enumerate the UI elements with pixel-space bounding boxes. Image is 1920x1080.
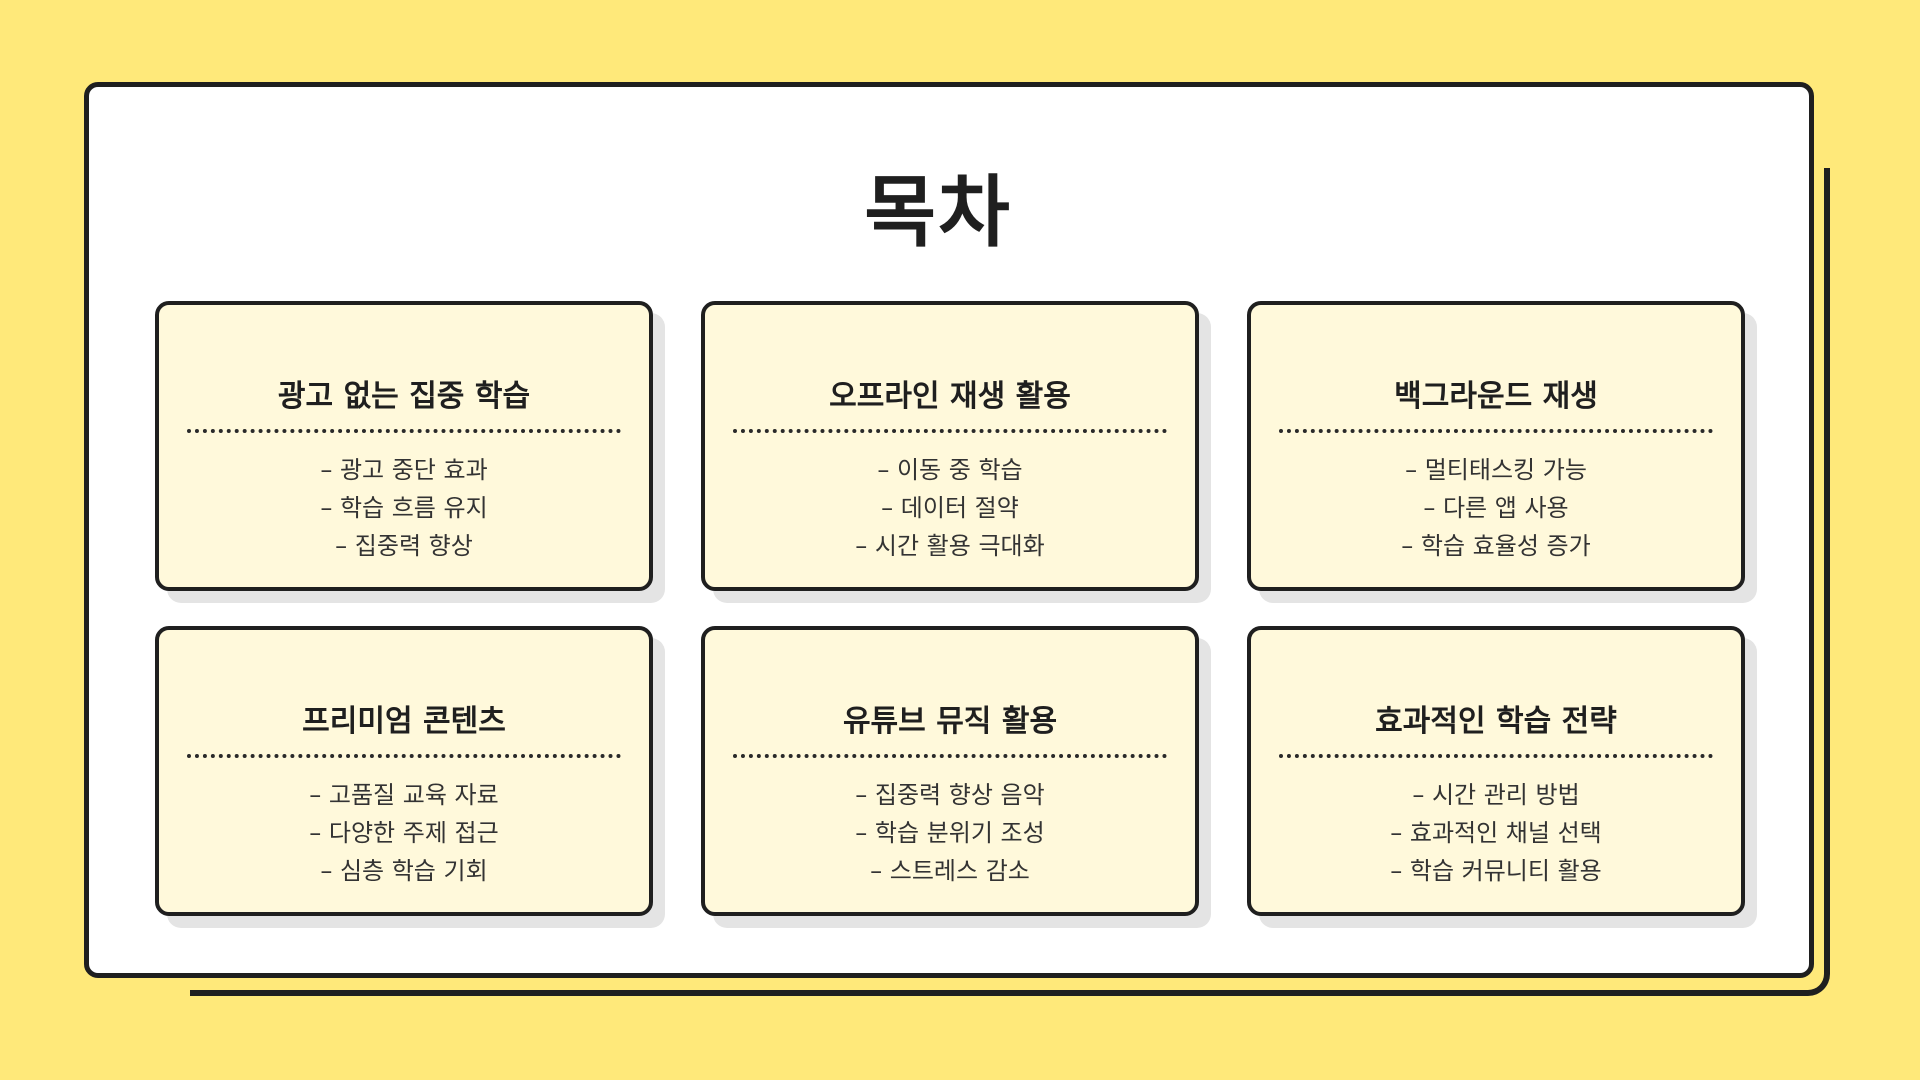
toc-card-offline: 오프라인 재생 활용 – 이동 중 학습 – 데이터 절약 – 시간 활용 극대… — [701, 301, 1199, 591]
dotted-divider — [1279, 429, 1713, 433]
toc-card-youtube-music: 유튜브 뮤직 활용 – 집중력 향상 음악 – 학습 분위기 조성 – 스트레스… — [701, 626, 1199, 916]
card-title: 백그라운드 재생 — [1394, 379, 1598, 414]
list-item: – 시간 활용 극대화 — [855, 532, 1045, 560]
dotted-divider — [1279, 754, 1713, 758]
list-item: – 집중력 향상 음악 — [855, 781, 1045, 809]
card-item-list: – 광고 중단 효과 – 학습 흐름 유지 – 집중력 향상 — [159, 451, 649, 565]
list-item: – 고품질 교육 자료 — [309, 781, 499, 809]
card-item-list: – 이동 중 학습 – 데이터 절약 – 시간 활용 극대화 — [705, 451, 1195, 565]
list-item: – 학습 흐름 유지 — [320, 494, 488, 522]
toc-card-learning-strategy: 효과적인 학습 전략 – 시간 관리 방법 – 효과적인 채널 선택 – 학습 … — [1247, 626, 1745, 916]
toc-card-premium-content: 프리미엄 콘텐츠 – 고품질 교육 자료 – 다양한 주제 접근 – 심층 학습… — [155, 626, 653, 916]
page-title: 목차 — [864, 168, 1012, 258]
card-item-list: – 고품질 교육 자료 – 다양한 주제 접근 – 심층 학습 기회 — [159, 776, 649, 890]
list-item: – 데이터 절약 — [881, 494, 1019, 522]
list-item: – 광고 중단 효과 — [320, 456, 488, 484]
dotted-divider — [187, 429, 621, 433]
list-item: – 집중력 향상 — [335, 532, 473, 560]
dotted-divider — [733, 754, 1167, 758]
list-item: – 학습 분위기 조성 — [855, 819, 1045, 847]
toc-card-background-play: 백그라운드 재생 – 멀티태스킹 가능 – 다른 앱 사용 – 학습 효율성 증… — [1247, 301, 1745, 591]
card-title: 효과적인 학습 전략 — [1375, 704, 1617, 739]
card-item-list: – 시간 관리 방법 – 효과적인 채널 선택 – 학습 커뮤니티 활용 — [1251, 776, 1741, 890]
list-item: – 이동 중 학습 — [877, 456, 1023, 484]
list-item: – 효과적인 채널 선택 — [1390, 819, 1602, 847]
toc-card-ad-free: 광고 없는 집중 학습 – 광고 중단 효과 – 학습 흐름 유지 – 집중력 … — [155, 301, 653, 591]
card-title: 프리미엄 콘텐츠 — [302, 704, 506, 739]
list-item: – 시간 관리 방법 — [1412, 781, 1580, 809]
card-title: 오프라인 재생 활용 — [829, 379, 1071, 414]
list-item: – 다양한 주제 접근 — [309, 819, 499, 847]
card-item-list: – 멀티태스킹 가능 – 다른 앱 사용 – 학습 효율성 증가 — [1251, 451, 1741, 565]
dotted-divider — [733, 429, 1167, 433]
card-item-list: – 집중력 향상 음악 – 학습 분위기 조성 – 스트레스 감소 — [705, 776, 1195, 890]
list-item: – 다른 앱 사용 — [1423, 494, 1569, 522]
dotted-divider — [187, 754, 621, 758]
list-item: – 심층 학습 기회 — [320, 857, 488, 885]
list-item: – 학습 커뮤니티 활용 — [1390, 857, 1602, 885]
list-item: – 멀티태스킹 가능 — [1405, 456, 1587, 484]
list-item: – 학습 효율성 증가 — [1401, 532, 1591, 560]
back-frame-decoration — [190, 168, 1830, 996]
card-title: 유튜브 뮤직 활용 — [842, 704, 1058, 739]
list-item: – 스트레스 감소 — [870, 857, 1030, 885]
card-title: 광고 없는 집중 학습 — [277, 379, 531, 414]
